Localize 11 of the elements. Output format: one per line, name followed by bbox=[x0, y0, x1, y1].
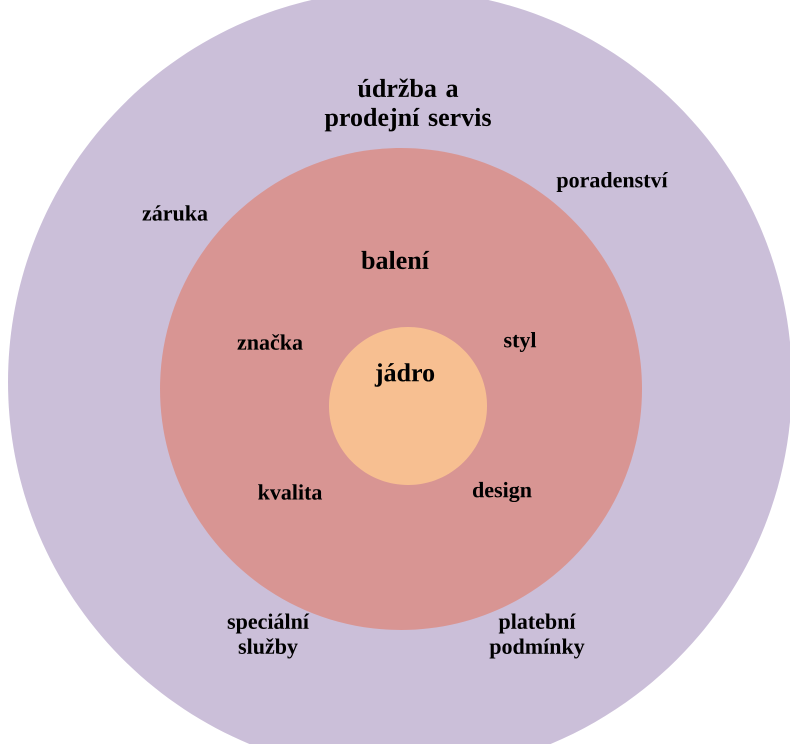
ring-label: platební podmínky bbox=[490, 613, 584, 658]
ring-label: kvalita bbox=[258, 484, 322, 500]
heading: balení bbox=[361, 250, 430, 270]
heading: údržba a prodejní servis bbox=[324, 78, 491, 132]
ring-label: design bbox=[472, 482, 532, 502]
ring-label: záruka bbox=[142, 205, 208, 221]
core-label: jádro bbox=[374, 363, 434, 387]
ring-label: poradenství bbox=[556, 172, 668, 192]
ring-label: značka bbox=[237, 334, 303, 350]
ring-label: speciální služby bbox=[228, 613, 310, 658]
ring-label: styl bbox=[504, 332, 536, 352]
